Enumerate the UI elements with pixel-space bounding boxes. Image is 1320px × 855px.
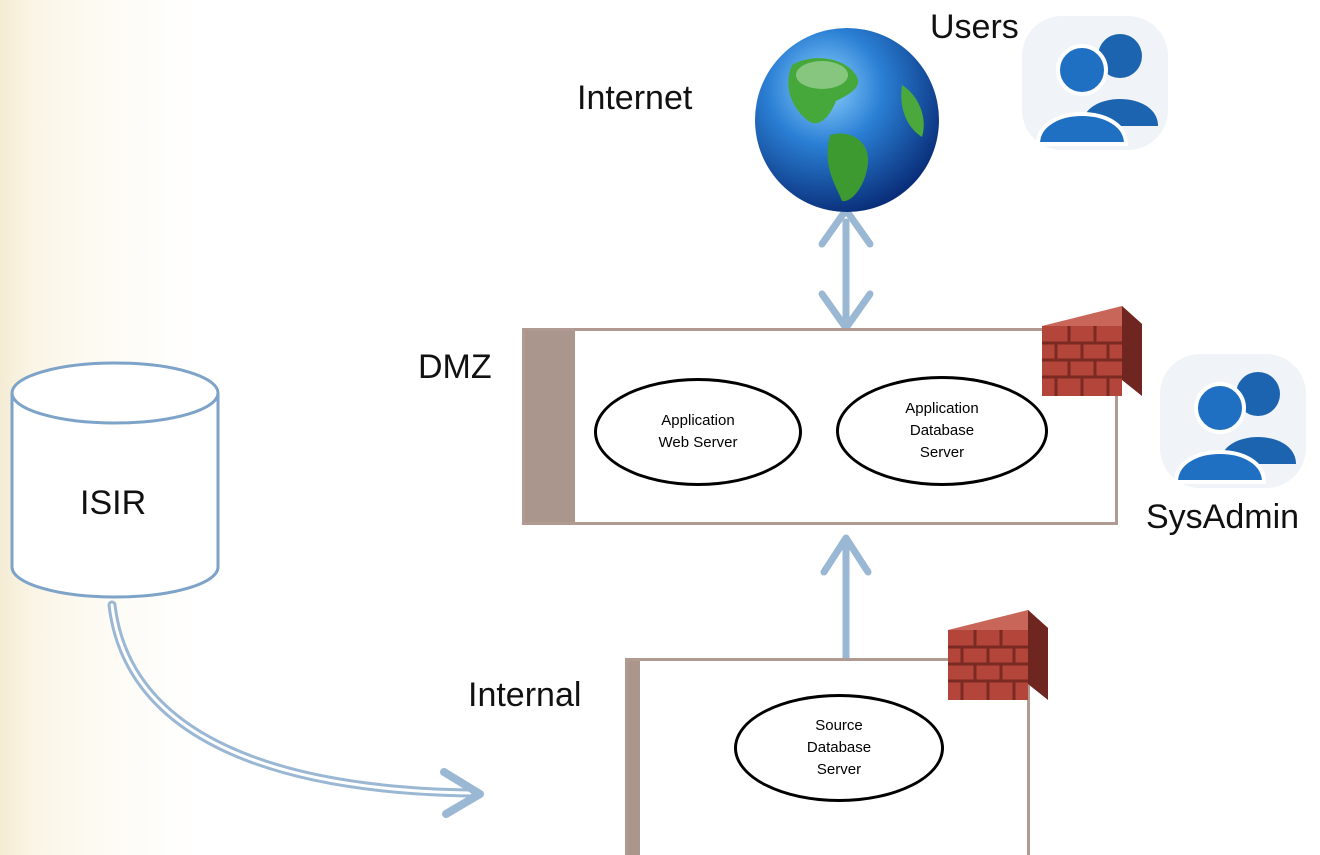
isir-database-icon (10, 361, 220, 599)
users-label: Users (930, 8, 1019, 46)
firewall-icon-internal (948, 610, 1048, 700)
globe-icon (755, 28, 939, 212)
sysadmin-icon (1160, 354, 1306, 488)
app-web-server-line-1: Application (661, 412, 735, 430)
internet-dmz-arrow (818, 206, 874, 332)
app-db-server-line-3: Server (919, 443, 965, 461)
sysadmin-label: SysAdmin (1146, 498, 1300, 536)
isir-internal-arrow (107, 600, 484, 818)
internet-label: Internet (577, 79, 693, 117)
internal-label: Internal (468, 676, 582, 714)
dmz-label: DMZ (418, 348, 492, 386)
app-web-server-line-2: Web Server (658, 434, 738, 451)
source-db-server-line-2: Database (806, 739, 872, 757)
app-db-server-node: Application Database Server (836, 376, 1048, 486)
firewall-icon (1042, 306, 1142, 396)
internal-zone-wall (628, 661, 640, 855)
dmz-zone-wall (525, 331, 575, 522)
source-db-server-line-1: Source (815, 717, 863, 735)
app-db-server-line-2: Database (909, 422, 975, 440)
source-db-server-node: Source Database Server (734, 694, 944, 802)
internal-dmz-arrow (820, 534, 872, 664)
source-db-server-line-3: Server (816, 760, 862, 778)
app-web-server-node: Application Web Server (594, 378, 802, 486)
users-icon (1022, 16, 1168, 150)
app-db-server-line-1: Application (905, 400, 979, 418)
isir-label: ISIR (80, 484, 147, 522)
